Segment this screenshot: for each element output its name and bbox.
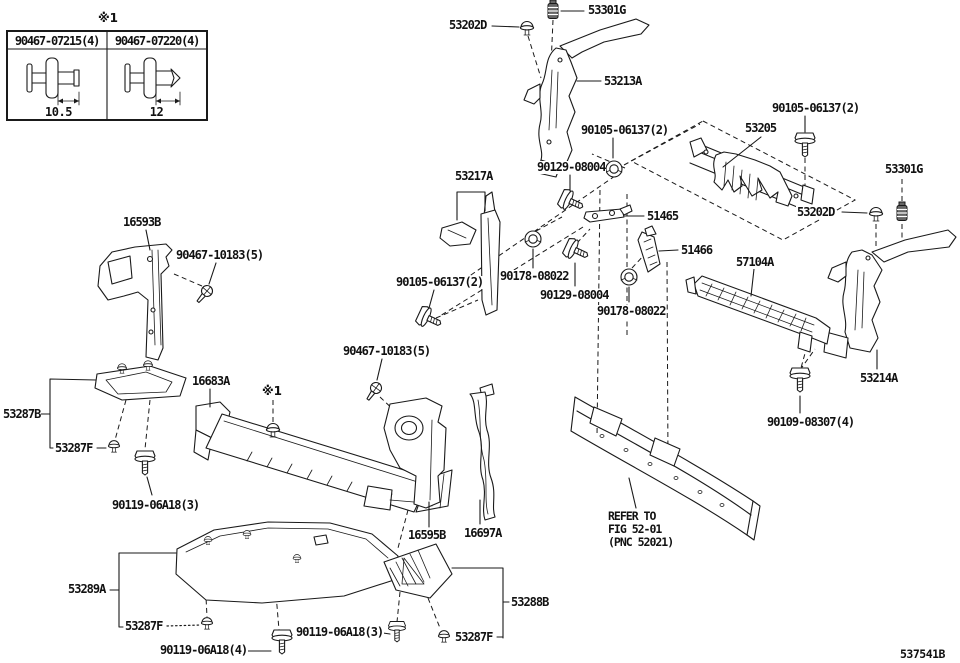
refer-note-line-3: (PNC 52021) [608, 535, 674, 549]
bolt-90105-right [794, 132, 816, 158]
bolt-90119-3a [134, 450, 156, 476]
callout-53205[interactable]: 53205 [744, 121, 777, 135]
screw-90467-1 [193, 282, 216, 306]
callout-51465[interactable]: 51465 [646, 209, 679, 223]
refer-note: REFER TO FIG 52-01 (PNC 52021) [608, 509, 674, 549]
callout-16683a[interactable]: 16683A [191, 374, 230, 388]
leader-lines [39, 10, 878, 652]
part-57104a-drawing [685, 275, 831, 353]
callout-16593b[interactable]: 16593B [122, 215, 161, 229]
drawing-number: 537541B [900, 647, 945, 661]
callout-53301g-2[interactable]: 53301G [884, 162, 923, 176]
callout-53214a[interactable]: 53214A [859, 371, 898, 385]
part-53205-drawing [689, 137, 815, 210]
part-53287b-drawing [94, 360, 187, 401]
bolt-90129-1 [556, 187, 588, 217]
part-16595b-drawing [363, 397, 447, 511]
screw-90467-2 [362, 379, 385, 404]
nut-90178-2 [620, 268, 638, 286]
clip-53202d-top [519, 20, 535, 36]
callout-16697a[interactable]: 16697A [463, 526, 502, 540]
callout-53217a[interactable]: 53217A [454, 169, 493, 183]
callout-90109-08307[interactable]: 90109-08307(4) [766, 415, 855, 429]
callout-53288b[interactable]: 53288B [510, 595, 549, 609]
grommet-53301g-top [547, 0, 559, 20]
refer-note-line-1: REFER TO [608, 509, 656, 523]
inset-dimension-2: 12 [149, 105, 164, 119]
callout-51466[interactable]: 51466 [680, 243, 713, 257]
callout-53287f-2[interactable]: 53287F [124, 619, 163, 633]
refer-note-line-2: FIG 52-01 [608, 522, 662, 536]
inset-note-marker: ※1 [97, 11, 120, 25]
clip-53202d-right [868, 206, 884, 222]
callout-53287b[interactable]: 53287B [2, 407, 41, 421]
callout-53301g-1[interactable]: 53301G [587, 3, 626, 17]
clip-drawing-07220 [124, 57, 181, 106]
callout-90119-06a18-3a[interactable]: 90119-06A18(3) [111, 498, 200, 512]
callout-x1-marker: ※1 [261, 384, 284, 398]
callout-90178-08022-1[interactable]: 90178-08022 [499, 269, 569, 283]
nut-90178-1 [524, 230, 542, 248]
callout-90119-06a18-3b[interactable]: 90119-06A18(3) [295, 625, 384, 639]
part-53213a-drawing [523, 18, 650, 178]
bolt-90119-4 [271, 629, 293, 655]
clip-53287f-1 [107, 440, 121, 453]
part-bumper-reinforcement-drawing [570, 396, 761, 541]
nut-90105-mid [605, 160, 623, 178]
inset-clip-table [6, 30, 208, 121]
clip-53287f-3 [437, 630, 451, 643]
inset-dimension-1: 10.5 [45, 105, 72, 119]
callout-53213a[interactable]: 53213A [603, 74, 642, 88]
callout-90105-06137-2[interactable]: 90105-06137(2) [771, 101, 860, 115]
callout-90178-08022-2[interactable]: 90178-08022 [596, 304, 666, 318]
callout-53287f-1[interactable]: 53287F [54, 441, 93, 455]
callout-90467-10183-2[interactable]: 90467-10183(5) [342, 344, 431, 358]
callout-90129-08004-1[interactable]: 90129-08004 [536, 160, 606, 174]
bolt-90105-3 [414, 304, 446, 334]
callout-90119-06a18-4[interactable]: 90119-06A18(4) [159, 643, 248, 657]
callout-53202d-2[interactable]: 53202D [796, 205, 835, 219]
callout-53202d-1[interactable]: 53202D [448, 18, 487, 32]
callout-90129-08004-2[interactable]: 90129-08004 [539, 288, 609, 302]
bolt-90109 [789, 367, 811, 393]
bolt-90129-2 [561, 236, 593, 266]
part-53214a-drawing [823, 229, 957, 359]
part-51465-drawing [583, 204, 633, 223]
callout-57104a[interactable]: 57104A [735, 255, 774, 269]
part-53288b-drawing [383, 543, 453, 599]
clip-drawing-07215 [26, 57, 80, 106]
grommet-53301g-right [896, 201, 908, 222]
part-53289a-drawing [175, 521, 399, 604]
part-51466-drawing [637, 225, 661, 273]
callout-53289a[interactable]: 53289A [67, 582, 106, 596]
callout-53287f-3[interactable]: 53287F [454, 630, 493, 644]
callout-90467-10183-1[interactable]: 90467-10183(5) [175, 248, 264, 262]
inset-part-number-2[interactable]: 90467-07220(4) [114, 34, 201, 48]
part-16593b-drawing [97, 243, 173, 361]
callout-16595b[interactable]: 16595B [407, 528, 446, 542]
bolt-90119-3b [388, 621, 406, 643]
part-53217a-drawing [439, 191, 501, 316]
callout-90105-06137-1[interactable]: 90105-06137(2) [580, 123, 669, 137]
inset-part-number-1[interactable]: 90467-07215(4) [14, 34, 101, 48]
clip-53287f-2 [200, 617, 214, 630]
part-16697a-drawing [469, 383, 496, 521]
callout-90105-06137-3[interactable]: 90105-06137(2) [395, 275, 484, 289]
